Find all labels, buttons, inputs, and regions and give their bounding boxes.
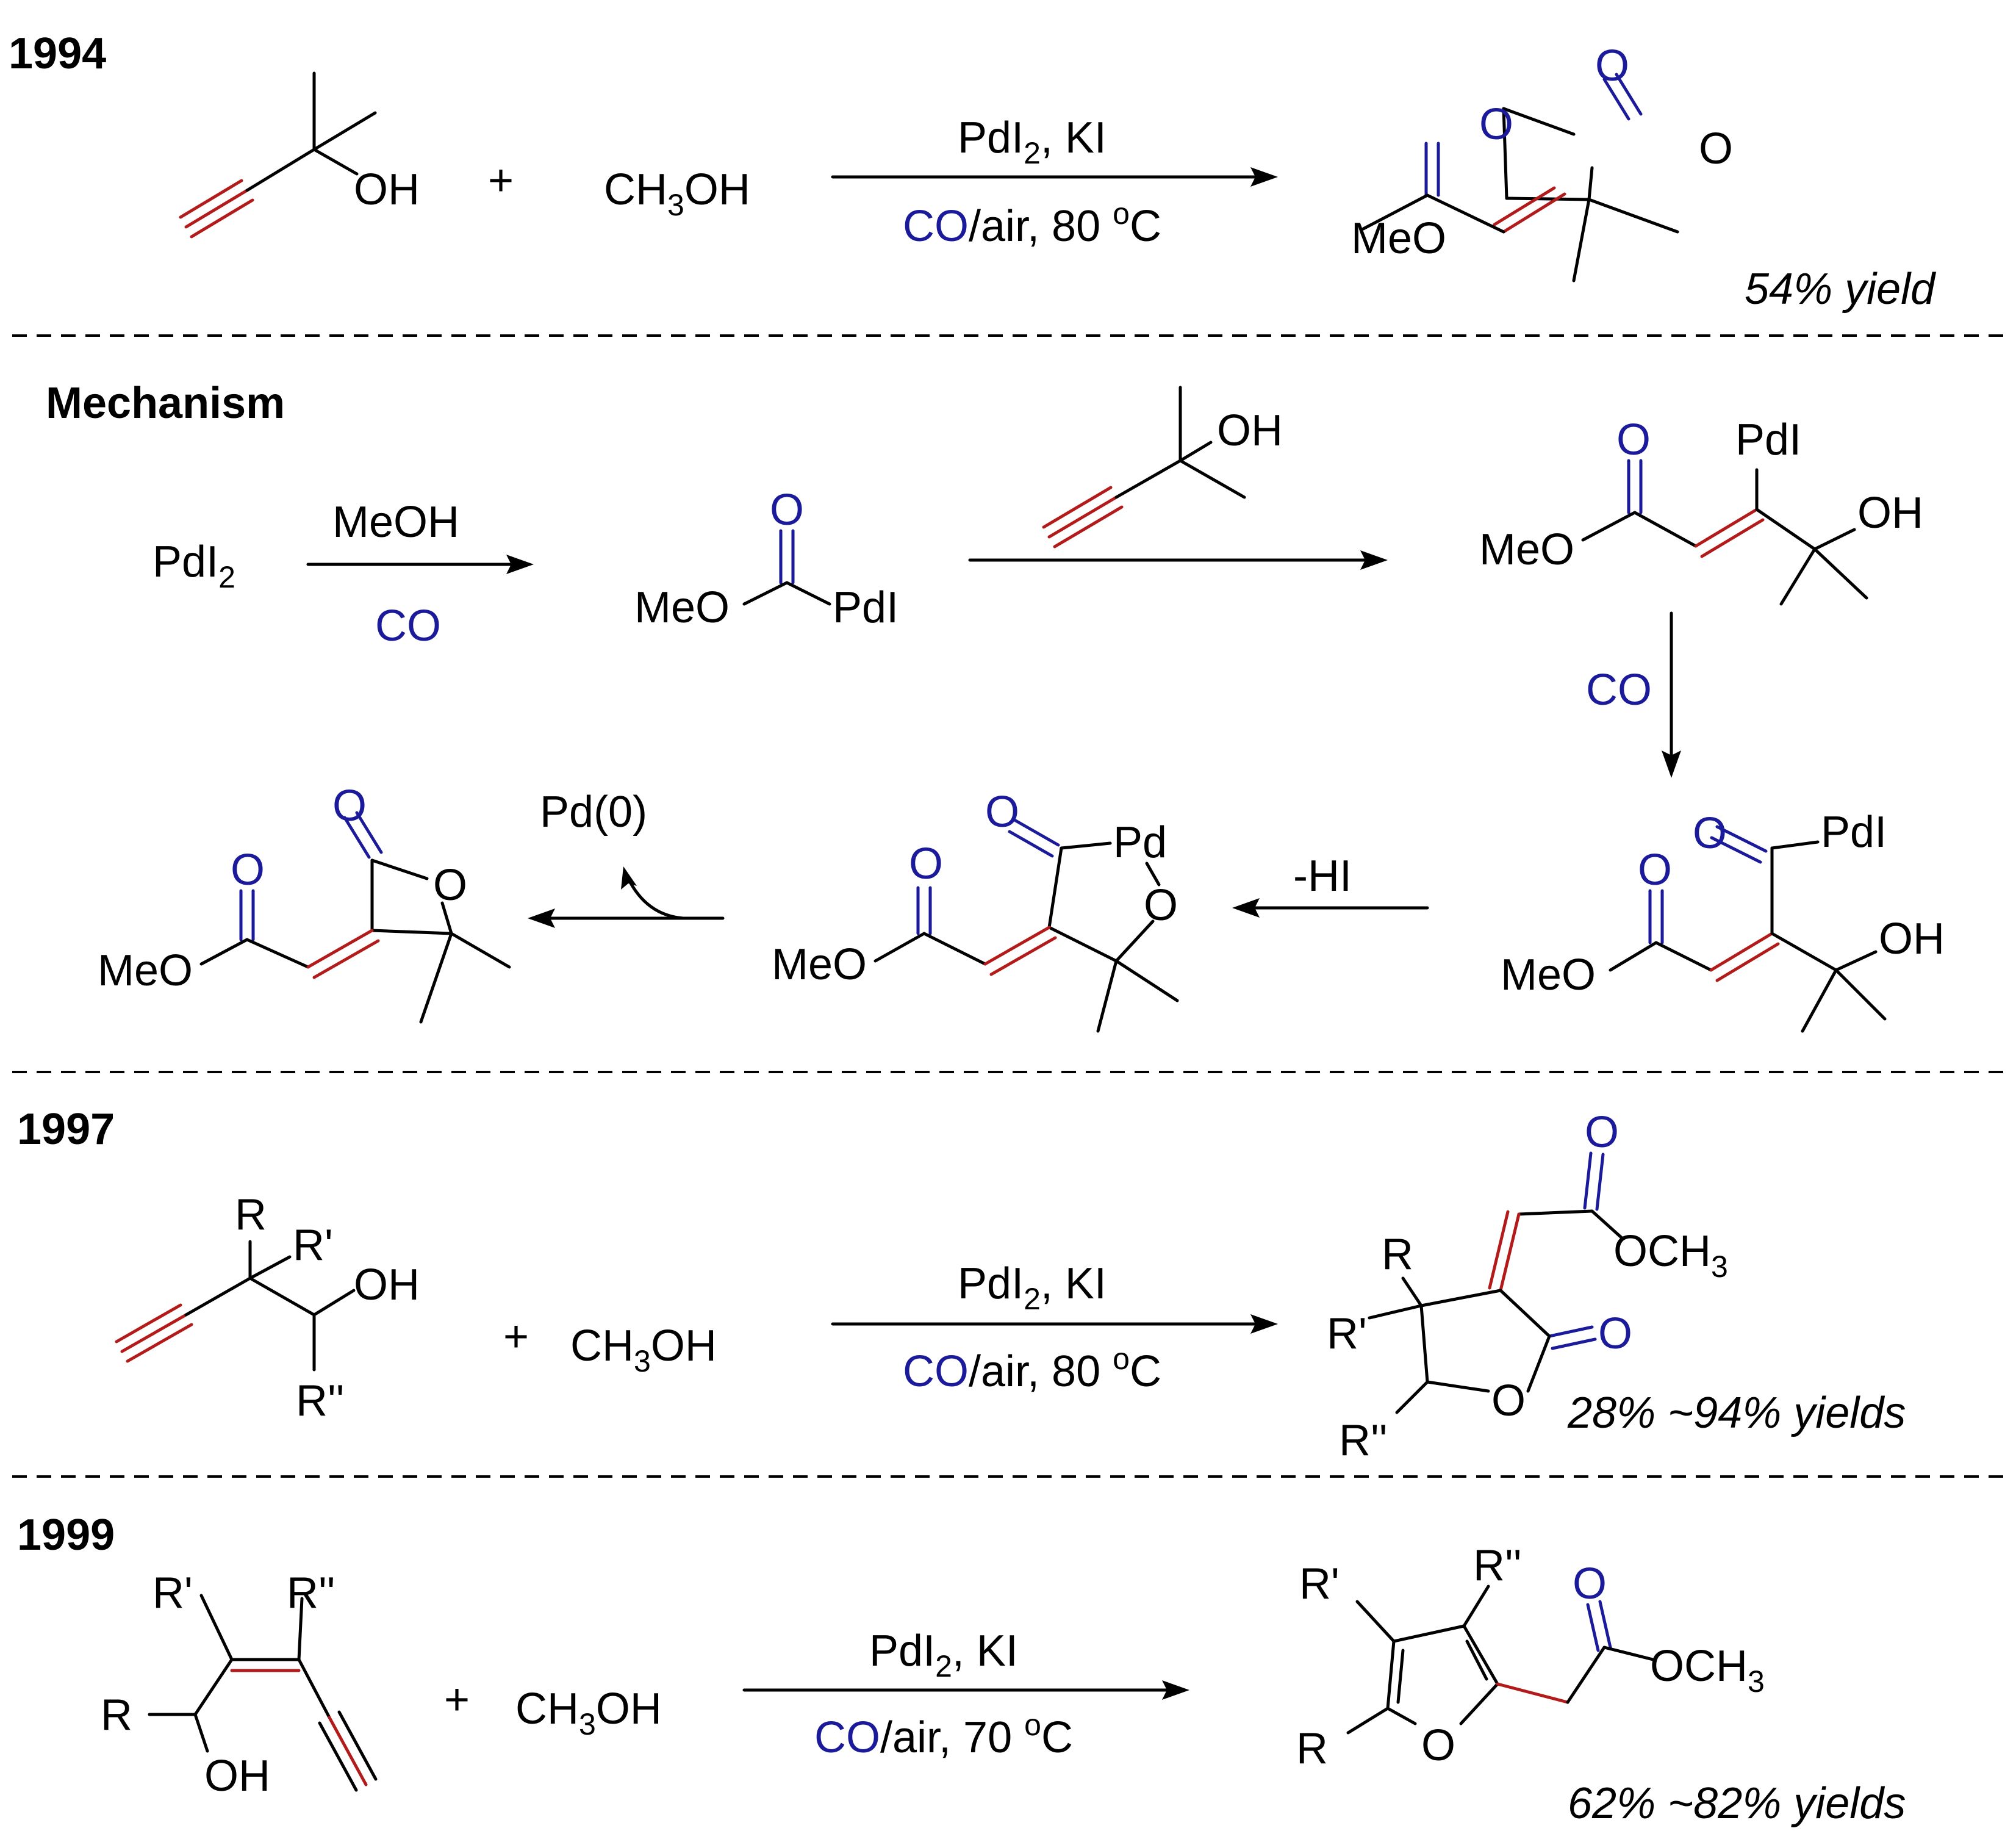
vinyl-pd-intermediate: O MeO PdI OH xyxy=(1479,415,1923,606)
reactant-1999: R' R'' R OH xyxy=(101,1569,378,1800)
prod-ring-o-label-1997: O xyxy=(1491,1376,1526,1425)
int3-oh-label: OH xyxy=(1879,915,1945,963)
plus-sign: + xyxy=(488,156,514,205)
co-label: CO xyxy=(375,602,441,650)
int1-pdi-label: PdI xyxy=(833,583,899,632)
mech-arrow-left-hi xyxy=(1232,898,1429,918)
prod-ester-o-label-1997: O xyxy=(1585,1108,1619,1157)
alkyne-oh-label: OH xyxy=(1217,406,1283,455)
r-prime-label-1999: R' xyxy=(152,1569,193,1617)
mech-arrow-down xyxy=(1662,611,1681,778)
prod-r-prime-label-1997: R' xyxy=(1327,1309,1367,1358)
plus-sign-1997: + xyxy=(503,1312,529,1361)
int2-meo-label: MeO xyxy=(1479,525,1574,574)
section-mechanism-title: Mechanism xyxy=(46,379,285,428)
yield-1997: 28% ~94% yields xyxy=(1567,1389,1906,1437)
section-1997-title: 1997 xyxy=(17,1105,115,1154)
product-1997: O OCH3 R R' O O R'' 28% ~94% yields xyxy=(1327,1108,1906,1465)
oh-label: OH xyxy=(354,165,420,214)
int4-meo-label: MeO xyxy=(772,940,867,989)
pdi2-label: PdI2 xyxy=(152,538,235,594)
int4-pd-label: Pd xyxy=(1113,818,1167,867)
reactant-methylbutynol-1994: OH xyxy=(179,71,420,239)
palladacycle-intermediate: O Pd O O MeO xyxy=(772,788,1179,1033)
minus-hi-label: -HI xyxy=(1293,852,1352,901)
mech-arrow-2 xyxy=(968,550,1388,570)
mech-arrow-1 xyxy=(306,555,534,574)
conditions-bottom-1999: CO/air, 70 oC xyxy=(814,1708,1073,1762)
meo-label: MeO xyxy=(1351,214,1446,263)
oh-label-1999: OH xyxy=(204,1752,270,1800)
methanol-label-1997: CH3OH xyxy=(570,1322,717,1378)
prod-lactone-carbonyl-o-label: O xyxy=(1598,1309,1632,1358)
reaction-arrow-1994 xyxy=(831,167,1278,187)
r-double-prime-label-1999: R'' xyxy=(287,1569,335,1617)
int4-ester-o-label: O xyxy=(909,840,943,888)
mech-prod-ring-o-label: O xyxy=(433,861,467,910)
int2-oh-label: OH xyxy=(1857,489,1923,538)
int3-acyl-o-label: O xyxy=(1693,809,1727,858)
carbonyl-oxygen-label: O xyxy=(1595,41,1629,90)
int1-o-label: O xyxy=(770,486,804,534)
mech-prod-meo-label: MeO xyxy=(98,946,193,995)
prod-r-label-1997: R xyxy=(1382,1230,1413,1279)
mech-arrow-left-pd0 xyxy=(528,866,725,928)
prod-r-prime-label-1999: R' xyxy=(1299,1559,1340,1608)
prod-ester-o-label-1999: O xyxy=(1573,1559,1607,1608)
reaction-arrow-1999 xyxy=(742,1680,1189,1700)
mech-final-product: O O O MeO xyxy=(98,782,511,1024)
section-1999-title: 1999 xyxy=(17,1511,115,1559)
meoh-label: MeOH xyxy=(332,498,459,547)
conditions-bottom-1994: CO/air, 80 oC xyxy=(903,196,1161,251)
co-down-label: CO xyxy=(1586,666,1652,714)
int2-o-label: O xyxy=(1616,415,1651,464)
conditions-top-1999: PdI2, KI xyxy=(869,1627,1018,1683)
conditions-top-1994: PdI2, KI xyxy=(958,113,1107,170)
acyl-pd-intermediate: O PdI O MeO OH xyxy=(1501,808,1945,1033)
ring-oxygen-label: O xyxy=(1699,124,1733,173)
section-1994-title: 1994 xyxy=(9,29,106,78)
prod-och3-label-1997: OCH3 xyxy=(1613,1227,1728,1284)
alkyne-over-arrow: OH xyxy=(1042,386,1283,549)
r-prime-label: R' xyxy=(293,1221,333,1270)
mech-prod-ester-o-label: O xyxy=(231,846,265,894)
pd0-label: Pd(0) xyxy=(540,788,647,836)
int3-meo-label: MeO xyxy=(1501,951,1596,999)
product-1994: O O O MeO 54% yield xyxy=(1351,41,1936,314)
reactant-1997: R R' OH R'' xyxy=(115,1190,420,1425)
oh-label-1997: OH xyxy=(354,1261,420,1309)
prod-r-double-prime-label-1999: R'' xyxy=(1473,1541,1522,1590)
prod-r-double-prime-label-1997: R'' xyxy=(1339,1416,1388,1465)
r-label: R xyxy=(235,1190,267,1239)
int3-pdi-label: PdI xyxy=(1821,808,1887,857)
conditions-top-1997: PdI2, KI xyxy=(958,1259,1107,1316)
reaction-arrow-1997 xyxy=(831,1314,1278,1334)
plus-sign-1999: + xyxy=(444,1675,470,1724)
prod-r-label-1999: R xyxy=(1296,1724,1328,1773)
int3-ester-o-label: O xyxy=(1638,846,1672,894)
methanol-label: CH3OH xyxy=(604,165,750,222)
yield-1999: 62% ~82% yields xyxy=(1568,1779,1906,1828)
ester-carbonyl-oxygen-label: O xyxy=(1479,100,1513,149)
product-1999: R' R'' R O O OCH3 62% ~82% yields xyxy=(1296,1541,1906,1828)
int2-pdi-label: PdI xyxy=(1735,415,1801,464)
yield-1994: 54% yield xyxy=(1745,265,1936,314)
r-double-prime-label: R'' xyxy=(296,1376,345,1425)
int4-ring-o-label: O xyxy=(1144,881,1178,930)
int1-meo-label: MeO xyxy=(634,583,730,632)
methanol-label-1999: CH3OH xyxy=(515,1685,662,1741)
int4-acyl-o-label: O xyxy=(985,788,1019,836)
r-label-1999: R xyxy=(101,1691,132,1739)
methoxycarbonyl-pd-intermediate: O MeO PdI xyxy=(634,486,899,632)
furan-o-label: O xyxy=(1421,1721,1455,1770)
conditions-bottom-1997: CO/air, 80 oC xyxy=(903,1342,1161,1396)
mech-prod-carbonyl-o-label: O xyxy=(332,782,367,830)
prod-och3-label-1999: OCH3 xyxy=(1650,1642,1765,1699)
